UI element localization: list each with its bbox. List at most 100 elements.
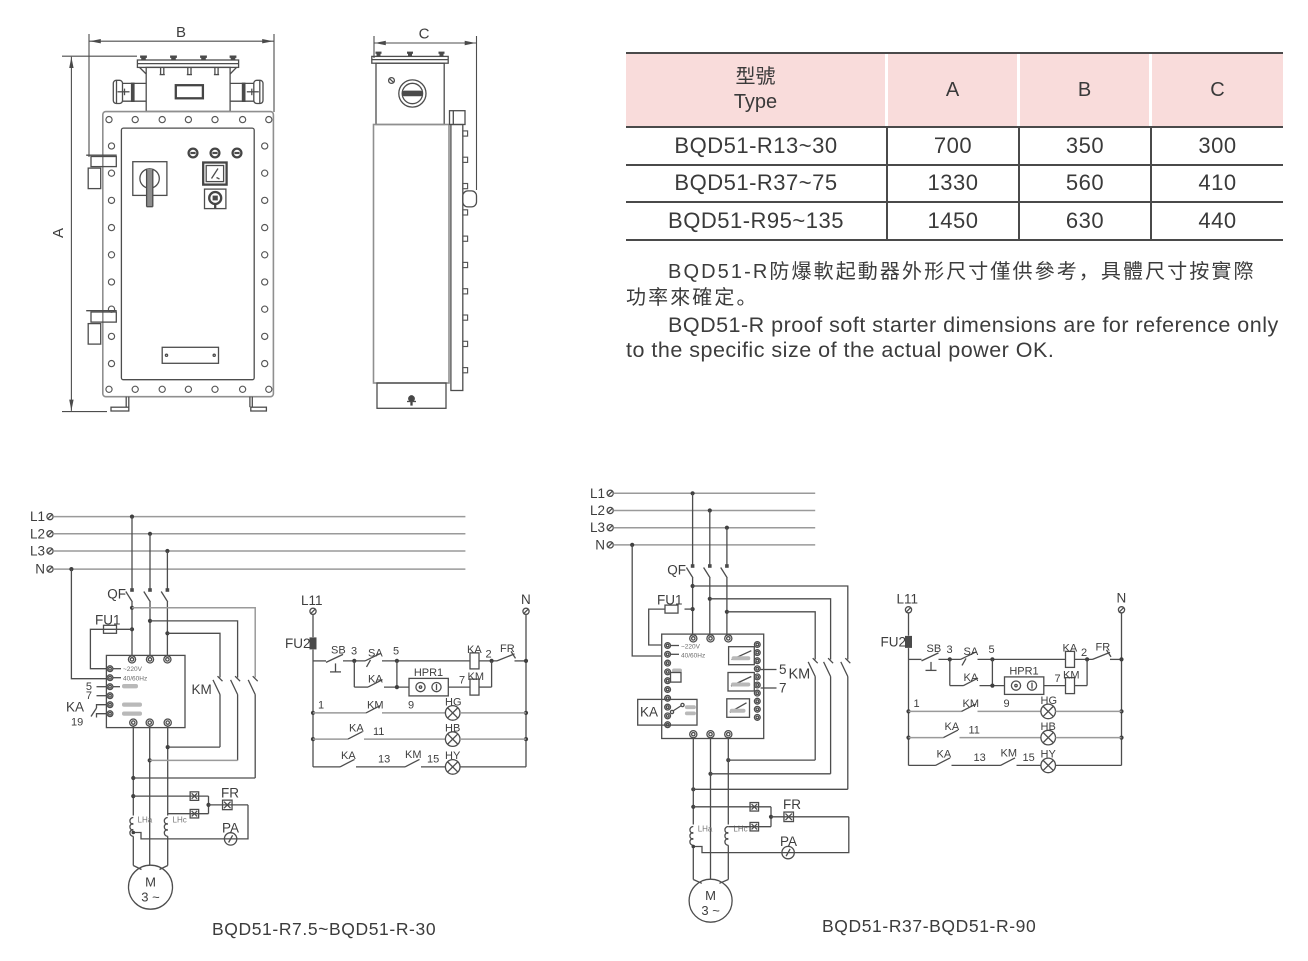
label-fu2: FU2 bbox=[285, 636, 311, 651]
label-ka: KA bbox=[368, 674, 383, 686]
wiring-diagram-small-model: L1 L2 L3 N QF KM FU1 ~220V 40/60Hz 5 7 K… bbox=[30, 509, 531, 910]
label-n: N bbox=[595, 537, 605, 552]
label-lhc: LHc bbox=[173, 816, 187, 825]
label-km: KM bbox=[789, 667, 811, 683]
label-ka: KA bbox=[341, 750, 356, 762]
wiring-diagram-large-model: L1 L2 L3 N QF FU1 ~220V 40/60Hz KA 5 KM … bbox=[590, 486, 1126, 923]
label-v220: ~220V bbox=[681, 644, 701, 651]
label-hg: HG bbox=[445, 696, 462, 708]
label-l2: L2 bbox=[30, 526, 45, 541]
label-p5: 5 bbox=[779, 662, 787, 677]
label-l3: L3 bbox=[30, 544, 45, 559]
label-m: M bbox=[145, 875, 156, 890]
label-p7: 7 bbox=[459, 675, 465, 687]
label-p13: 13 bbox=[974, 752, 986, 764]
label-p5: 5 bbox=[86, 681, 92, 693]
label-hy: HY bbox=[1041, 748, 1057, 760]
label-ka: KA bbox=[349, 723, 364, 735]
caption-large-model: BQD51-R37-BQD51-R-90 bbox=[822, 916, 1037, 936]
label-ka: KA bbox=[1063, 642, 1078, 654]
cell-a: 1330 bbox=[888, 165, 1020, 201]
label-l1: L1 bbox=[590, 486, 605, 501]
label-v220: ~220V bbox=[123, 666, 143, 673]
label-p5: 5 bbox=[989, 644, 995, 656]
label-p1: 1 bbox=[914, 698, 920, 710]
cell-a: 1450 bbox=[888, 203, 1020, 239]
label-fr: FR bbox=[500, 643, 515, 655]
power-circuit: L1 L2 L3 N QF KM FU1 ~220V 40/60Hz 5 7 K… bbox=[30, 509, 466, 910]
label-lha: LHa bbox=[138, 816, 153, 825]
dimension-c: C bbox=[373, 26, 478, 190]
label-hz: 40/60Hz bbox=[681, 653, 705, 660]
label-p9: 9 bbox=[408, 700, 414, 712]
label-sb: SB bbox=[331, 644, 346, 656]
side-view bbox=[371, 51, 478, 409]
label-km: KM bbox=[963, 698, 980, 710]
label-fu1: FU1 bbox=[95, 613, 121, 628]
cell-c: 410 bbox=[1198, 170, 1237, 196]
label-ka: KA bbox=[964, 672, 979, 684]
label-sb: SB bbox=[927, 643, 942, 655]
label-p2: 2 bbox=[486, 649, 492, 661]
cell-c: 300 bbox=[1198, 132, 1237, 158]
label-ka: KA bbox=[467, 644, 482, 656]
control-circuit: L11 N FU2 SB 3 SA 5 KA 2 FR KA HPR1 7 KM… bbox=[285, 592, 531, 775]
label-c: C bbox=[419, 26, 430, 43]
label-sa: SA bbox=[964, 646, 979, 658]
label-lha: LHa bbox=[698, 825, 713, 834]
label-p3: 3 bbox=[947, 644, 953, 656]
label-qf: QF bbox=[667, 563, 686, 578]
label-fr: FR bbox=[783, 797, 801, 812]
table-row: BQD51-R37~75 1330 560 410 bbox=[626, 165, 1283, 203]
label-pa: PA bbox=[780, 834, 797, 849]
table-row: BQD51-R95~135 1450 630 440 bbox=[626, 203, 1283, 241]
label-sa: SA bbox=[368, 648, 383, 660]
label-p7: 7 bbox=[1055, 673, 1061, 685]
label-p5: 5 bbox=[393, 646, 399, 658]
cell-type: BQD51-R13~30 bbox=[626, 128, 888, 164]
label-p9: 9 bbox=[1004, 698, 1010, 710]
label-qf: QF bbox=[107, 587, 126, 602]
dimension-table: 型號 Type A B C BQD51-R13~30 700 350 300 B… bbox=[626, 52, 1283, 241]
outline-drawing: B A C bbox=[50, 24, 478, 413]
label-km: KM bbox=[405, 749, 422, 761]
label-n: N bbox=[35, 562, 45, 577]
note-en-line2: to the specific size of the actual power… bbox=[626, 338, 1055, 362]
cell-b: 560 bbox=[1020, 165, 1152, 201]
label-p19: 19 bbox=[71, 717, 83, 729]
note-zh-line1: BQD51-R防爆軟起動器外形尺寸僅供參考，具體尺寸按實際 bbox=[668, 261, 1256, 283]
label-m: M bbox=[705, 888, 716, 903]
wiring-diagrams: L1 L2 L3 N QF KM FU1 ~220V 40/60Hz 5 7 K… bbox=[30, 486, 1126, 923]
label-m3: 3 ~ bbox=[141, 890, 160, 905]
label-km: KM bbox=[468, 671, 485, 683]
label-p3: 3 bbox=[351, 646, 357, 658]
label-l2: L2 bbox=[590, 503, 605, 518]
label-p1: 1 bbox=[318, 700, 324, 712]
label-lhc: LHc bbox=[733, 825, 747, 834]
note-en-line1: BQD51-R proof soft starter dimensions ar… bbox=[668, 313, 1279, 337]
label-m3: 3 ~ bbox=[701, 903, 720, 918]
label-p7: 7 bbox=[779, 681, 787, 696]
label-n: N bbox=[521, 592, 531, 607]
front-view bbox=[86, 55, 275, 412]
label-l11: L11 bbox=[897, 592, 919, 607]
cabinet-body bbox=[86, 110, 275, 412]
label-ka: KA bbox=[640, 705, 658, 720]
label-b: B bbox=[176, 24, 186, 41]
header-type-en: Type bbox=[733, 91, 778, 113]
label-l11: L11 bbox=[301, 593, 323, 608]
label-km: KM bbox=[192, 682, 212, 697]
header-c: C bbox=[1152, 54, 1283, 126]
label-a: A bbox=[50, 228, 67, 238]
label-p15: 15 bbox=[1023, 752, 1035, 764]
label-hg: HG bbox=[1041, 695, 1058, 707]
header-a-label: A bbox=[945, 78, 960, 101]
label-fr: FR bbox=[221, 786, 239, 801]
label-p11: 11 bbox=[373, 726, 384, 738]
cell-c: 440 bbox=[1198, 207, 1237, 233]
cell-a: 700 bbox=[888, 128, 1020, 164]
table-header-row: 型號 Type A B C bbox=[626, 52, 1283, 128]
header-type: 型號 Type bbox=[626, 54, 888, 126]
label-ka: KA bbox=[945, 721, 960, 733]
